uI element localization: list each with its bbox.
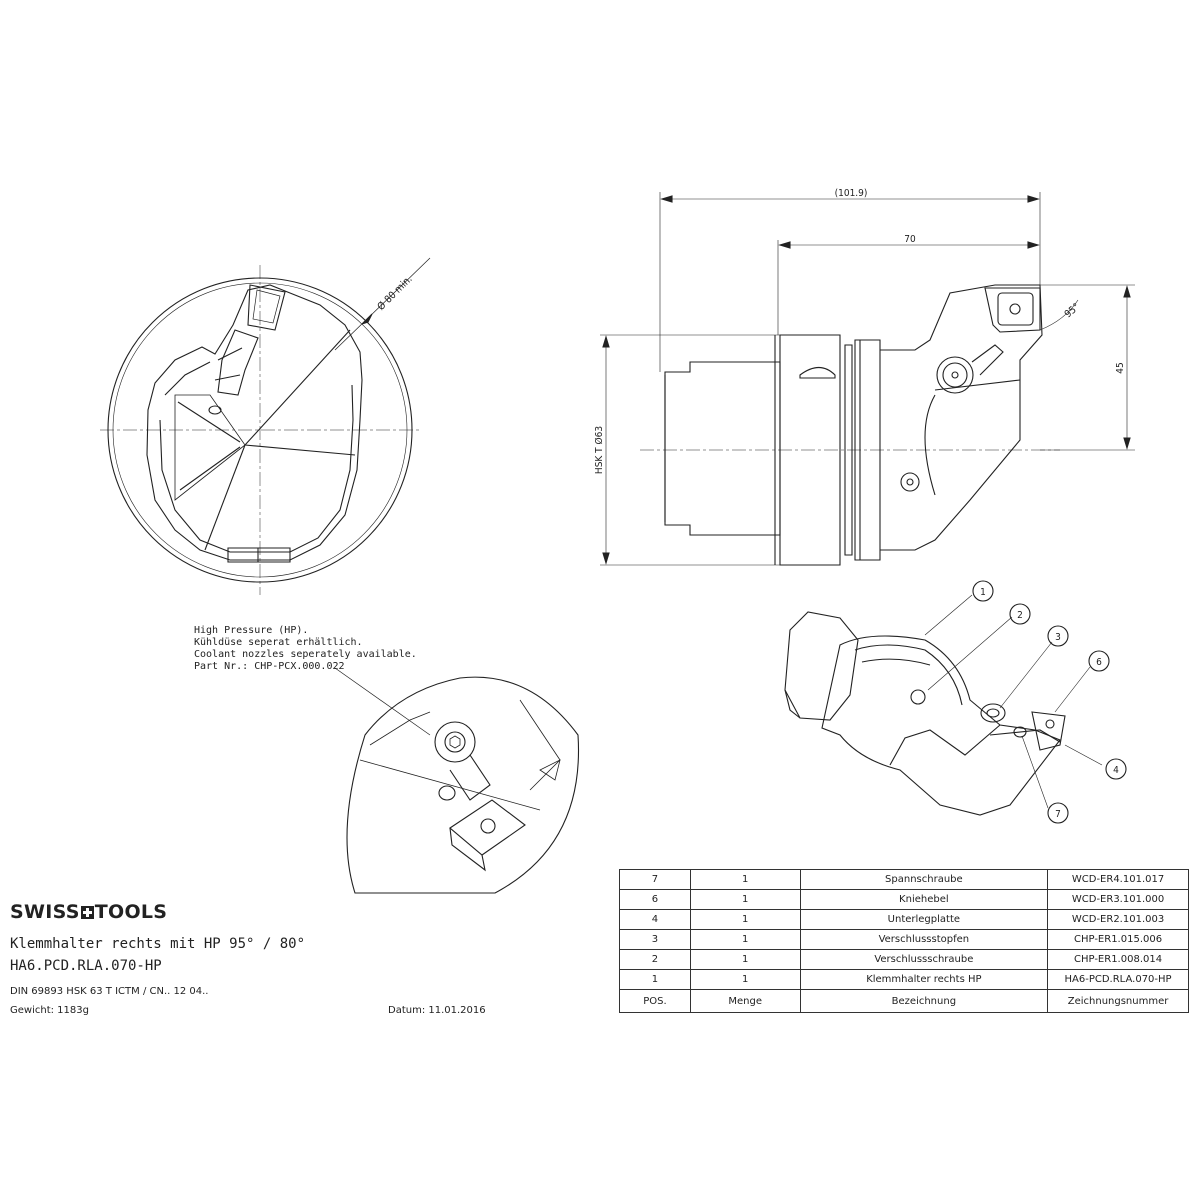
number-cell: WCD-ER3.101.000: [1047, 889, 1189, 910]
dim-angle: 95°: [1063, 302, 1082, 321]
hp-note-line: Kühldüse seperat erhältlich.: [194, 637, 363, 648]
pos-cell: 3: [619, 929, 691, 950]
dim-length: 70: [904, 234, 916, 245]
number-cell: HA6-PCD.RLA.070-HP: [1047, 969, 1189, 990]
dim-height: 45: [1115, 362, 1126, 373]
name-cell: Kniehebel: [799, 889, 1049, 910]
qty-cell: 1: [689, 949, 801, 970]
dim-shank: HSK T Ø63: [593, 426, 605, 474]
standard-text: DIN 69893 HSK 63 T ICTM / CN.. 12 04..: [10, 986, 209, 997]
side-view: [600, 192, 1135, 566]
name-cell: Verschlussschraube: [799, 949, 1049, 970]
name-cell: Unterlegplatte: [799, 909, 1049, 930]
hp-note-line: High Pressure (HP).: [194, 625, 309, 636]
brand-left: SWISS: [10, 901, 80, 923]
front-view: [100, 257, 431, 595]
hp-note-line: Coolant nozzles seperately available.: [194, 649, 417, 660]
number-cell: CHP-ER1.008.014: [1047, 949, 1189, 970]
qty-cell: 1: [689, 969, 801, 990]
weight-text: Gewicht: 1183g: [10, 1005, 89, 1016]
pos-cell: 6: [619, 889, 691, 910]
qty-header: Menge: [689, 989, 801, 1013]
callout-1-label: 1: [980, 587, 986, 598]
callout-6-label: 6: [1096, 657, 1102, 668]
dim-overall-length: (101.9): [835, 188, 868, 199]
qty-cell: 1: [689, 889, 801, 910]
name-cell: Verschlussstopfen: [799, 929, 1049, 950]
callout-7: [1047, 802, 1069, 824]
isometric-view: [784, 580, 1127, 824]
brand-logo: SWISS TOOLS: [10, 901, 167, 923]
callout-6: [1088, 650, 1110, 672]
swiss-cross-icon: [80, 906, 94, 919]
hp-note: High Pressure (HP).Kühldüse seperat erhä…: [194, 625, 417, 673]
name-header: Bezeichnung: [799, 989, 1049, 1013]
pos-header: POS.: [619, 989, 691, 1013]
brand-right: TOOLS: [94, 901, 168, 923]
hp-detail-view: [334, 667, 580, 894]
hp-note-part-number: Part Nr.: CHP-PCX.000.022: [194, 661, 345, 672]
number-cell: WCD-ER2.101.003: [1047, 909, 1189, 930]
qty-cell: 1: [689, 909, 801, 930]
name-cell: Spannschraube: [799, 869, 1049, 890]
callout-2-label: 2: [1017, 610, 1023, 621]
callout-1: [972, 580, 994, 602]
part-number: HA6.PCD.RLA.070-HP: [10, 958, 162, 974]
callout-3-label: 3: [1055, 632, 1061, 643]
pos-cell: 1: [619, 969, 691, 990]
drawing-title: Klemmhalter rechts mit HP 95° / 80°: [10, 936, 306, 952]
pos-cell: 7: [619, 869, 691, 890]
number-header: Zeichnungsnummer: [1047, 989, 1189, 1013]
pos-cell: 2: [619, 949, 691, 970]
callout-2: [1009, 603, 1031, 625]
name-cell: Klemmhalter rechts HP: [799, 969, 1049, 990]
date-text: Datum: 11.01.2016: [388, 1005, 486, 1016]
callout-4: [1105, 758, 1127, 780]
dim-min-diameter: Ø 80 min.: [375, 273, 415, 313]
callout-4-label: 4: [1113, 765, 1119, 776]
number-cell: WCD-ER4.101.017: [1047, 869, 1189, 890]
callout-3: [1047, 625, 1069, 647]
qty-cell: 1: [689, 869, 801, 890]
callout-7-label: 7: [1055, 809, 1061, 820]
qty-cell: 1: [689, 929, 801, 950]
pos-cell: 4: [619, 909, 691, 930]
number-cell: CHP-ER1.015.006: [1047, 929, 1189, 950]
